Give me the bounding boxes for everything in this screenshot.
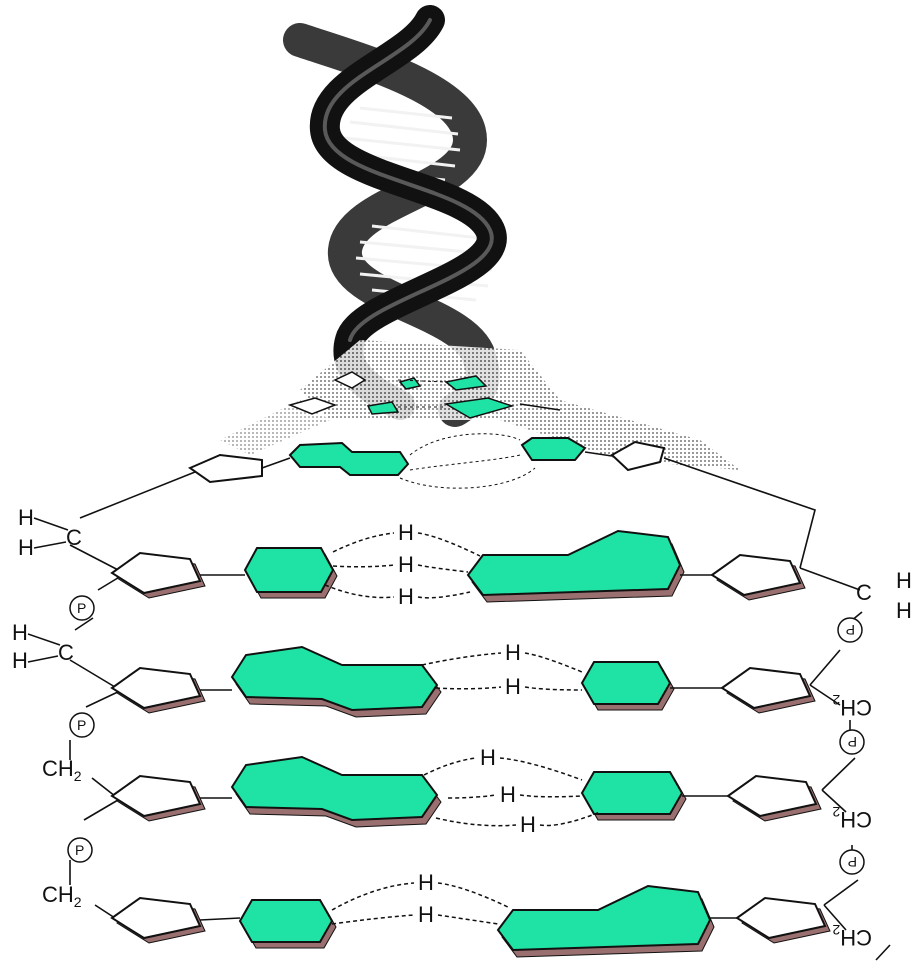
base-pyrimidine (238, 899, 334, 943)
sugar-ring (110, 551, 202, 595)
label-methylene: CH2 (42, 882, 82, 910)
label-methylene: CH2 (832, 922, 872, 950)
hydrogen-bond-label: H (418, 902, 434, 927)
hydrogen-bond-label: H (520, 812, 536, 837)
phosphate-circle (837, 617, 863, 643)
label-hydrogen: H (12, 648, 28, 673)
hydrogen-bond-label: H (418, 870, 434, 895)
sugar-ring (710, 553, 802, 597)
hydrogen-bond-label: H (398, 552, 414, 577)
base-purine (288, 441, 410, 476)
base-pair-level-5: HH (110, 870, 831, 958)
phosphate-circle (67, 837, 93, 863)
backbone (69, 457, 891, 961)
label-carbon: C (66, 525, 82, 550)
base-pyrimidine (520, 437, 587, 461)
base-purine (496, 884, 712, 952)
sugar-ring (610, 440, 666, 472)
phosphate-circle (69, 595, 95, 621)
label-phosphate: P (77, 600, 86, 616)
base-pyrimidine (580, 771, 684, 815)
flare-bases (287, 371, 561, 419)
hydrogen-bond-label: H (398, 584, 414, 609)
double-helix (220, 5, 740, 470)
base-pair-level-2: HHH (110, 520, 806, 609)
base-pyrimidine (243, 547, 335, 593)
hydrogen-bond-label: H (480, 745, 496, 770)
phosphate-circle (839, 729, 865, 755)
label-carbon: C (58, 640, 74, 665)
label-methylene: CH2 (832, 804, 872, 832)
sugar-ring (110, 896, 202, 940)
base-pyrimidine (580, 661, 672, 705)
hydrogen-bond-label: H (505, 674, 521, 699)
base-pair-level-4: HHH (110, 745, 822, 837)
base-pair-level-1 (187, 433, 666, 489)
label-methylene: CH2 (832, 692, 872, 720)
base-purine (466, 529, 682, 597)
label-hydrogen: H (18, 505, 34, 530)
label-phosphate: P (848, 734, 857, 750)
helix-stipple-flare (300, 340, 740, 470)
label-phosphate: P (848, 854, 857, 870)
label-phosphate: P (846, 622, 855, 638)
sugar-ring (110, 774, 202, 818)
sugar-ring (720, 666, 812, 710)
phosphate-circle (839, 849, 865, 875)
label-carbon: C (856, 580, 872, 605)
label-methylene: CH2 (42, 756, 82, 784)
label-hydrogen: H (18, 535, 34, 560)
hydrogen-bond-label: H (500, 782, 516, 807)
phosphate-circle (69, 712, 95, 738)
label-hydrogen: H (12, 620, 28, 645)
label-phosphate: P (75, 842, 84, 858)
sugar-ring (187, 453, 263, 484)
sugar-ring (726, 774, 818, 818)
hydrogen-bond-label: H (505, 640, 521, 665)
base-pair-level-3: HH (110, 640, 816, 718)
label-hydrogen: H (896, 598, 912, 623)
label-phosphate: P (77, 717, 86, 733)
label-hydrogen: H (896, 568, 912, 593)
base-purine (230, 755, 439, 822)
sugar-ring (110, 666, 202, 710)
base-purine (230, 645, 439, 712)
labels: H H C P H H C P CH2 P CH2 C H H P CH2 P … (12, 505, 912, 950)
hydrogen-bond-label: H (398, 520, 414, 545)
sugar-ring (735, 896, 827, 940)
